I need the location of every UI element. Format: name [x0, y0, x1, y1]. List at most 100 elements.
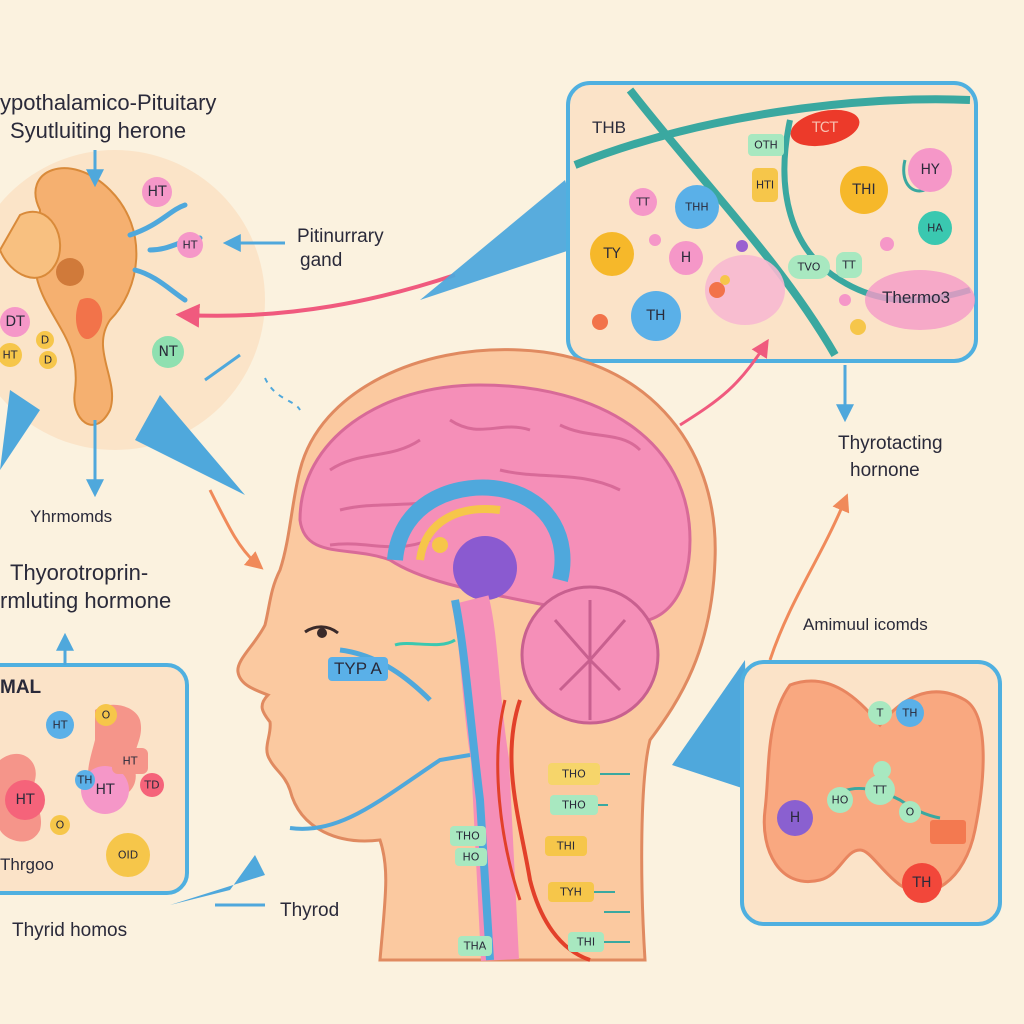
- svg-text:TH: TH: [902, 707, 918, 720]
- mol-tr-hti: HTI: [752, 168, 778, 202]
- svg-text:THI: THI: [576, 936, 595, 949]
- svg-text:TH: TH: [911, 875, 931, 891]
- mol-bl-5: O: [95, 704, 117, 726]
- label-thermos: Thermo3: [882, 288, 951, 307]
- label-thyrid-homos: Thyrid homos: [12, 920, 128, 941]
- svg-text:HT: HT: [123, 755, 138, 768]
- mol-tr-tct: TCT: [790, 109, 860, 147]
- mol-tr-thi: THI: [840, 166, 888, 214]
- hormone-panel-bottom-left: HT HT HT HT O TD O OID TH: [0, 663, 189, 895]
- label-thyrod: Thyrod: [280, 900, 340, 921]
- label-hypothalamic-line1: ypothalamico-Pituitary: [0, 90, 217, 115]
- spinal-cord: [451, 595, 519, 961]
- mol-bl-6: TD: [140, 773, 164, 797]
- mol-bl-7: O: [50, 815, 70, 835]
- panel-pointer-arrow: [420, 180, 585, 300]
- label-amimuul-icomds: Amimuul icomds: [803, 615, 928, 634]
- label-thyrotacting-line1: Thyrotacting: [838, 433, 943, 454]
- svg-text:THH: THH: [684, 201, 708, 214]
- label-typa: TYP A: [328, 657, 388, 681]
- svg-text:TH: TH: [645, 308, 665, 324]
- svg-text:D: D: [41, 334, 49, 347]
- svg-text:THI: THI: [851, 182, 875, 198]
- neck-mol-1: THO: [548, 763, 600, 785]
- svg-text:NT: NT: [158, 344, 177, 360]
- svg-text:H: H: [681, 250, 692, 266]
- label-thyrotropin-line2: rmluting hormone: [0, 588, 172, 613]
- mol-tr-ty: TY: [590, 232, 634, 276]
- mol-bl-2: HT: [46, 711, 74, 739]
- brain: [298, 383, 692, 624]
- mol-top-left-6: D: [39, 351, 57, 369]
- hormone-panel-top-right: TCT OTH HTI TT THH THI HY TY H TH TVO TT…: [566, 81, 978, 363]
- svg-text:HY: HY: [920, 162, 940, 178]
- mol-top-left-7: NT: [152, 336, 184, 368]
- label-mal: MAL: [0, 677, 42, 698]
- svg-text:HO: HO: [832, 794, 849, 807]
- svg-text:THO: THO: [561, 768, 586, 781]
- svg-text:TH: TH: [77, 774, 93, 787]
- mol-top-left-3: DT: [0, 307, 30, 337]
- mol-tr-tt: TT: [629, 188, 657, 216]
- mol-tr-th: TH: [631, 291, 681, 341]
- label-hypothalamic-line2: Syutluiting herone: [10, 118, 187, 143]
- svg-text:THI: THI: [556, 840, 575, 853]
- svg-text:H: H: [790, 810, 801, 826]
- label-thrgoo: Thrgoo: [0, 855, 54, 874]
- pituitary-region: HT HT DT HT D D NT: [0, 150, 285, 498]
- neck-mol-2: THO: [550, 795, 598, 815]
- svg-text:O: O: [102, 709, 111, 722]
- mol-top-left-5: D: [36, 331, 54, 349]
- svg-text:O: O: [56, 819, 65, 832]
- mol-br-h: H: [777, 800, 813, 836]
- label-pituitary-line1: Pitinurrary: [297, 226, 384, 247]
- hypothalamus-node: [453, 536, 517, 600]
- svg-text:HA: HA: [927, 222, 943, 235]
- mol-br-ho: HO: [827, 787, 853, 813]
- mol-tr-thh: THH: [675, 185, 719, 229]
- svg-text:THO: THO: [455, 830, 480, 843]
- svg-text:T: T: [876, 707, 884, 720]
- mol-bl-4: HT: [112, 748, 148, 774]
- svg-text:HT: HT: [3, 349, 18, 362]
- neck-mol-6: TYH: [548, 882, 594, 902]
- mol-top-left-4: HT: [0, 343, 22, 367]
- mol-tr-oth: OTH: [748, 134, 784, 156]
- svg-text:HT: HT: [53, 719, 68, 732]
- mol-br-tt: TT: [865, 775, 895, 805]
- svg-text:TT: TT: [635, 196, 650, 209]
- mol-tr-hy: HY: [908, 148, 952, 192]
- pituitary-core: [56, 258, 84, 286]
- svg-text:OID: OID: [118, 849, 138, 862]
- svg-text:TT: TT: [841, 259, 856, 272]
- mol-tr-tt2: TT: [836, 252, 862, 278]
- feedback-arrow: [175, 273, 456, 328]
- mol-br-o: O: [899, 801, 921, 823]
- mol-tr-ha: HA: [918, 211, 952, 245]
- svg-text:HTI: HTI: [756, 179, 774, 192]
- svg-text:TD: TD: [143, 779, 159, 792]
- svg-text:HT: HT: [147, 184, 167, 200]
- neck-mol-8: THI: [568, 932, 604, 952]
- svg-text:DT: DT: [5, 314, 25, 330]
- neck-mol-5: HO: [455, 848, 487, 866]
- mol-bl-8: OID: [106, 833, 150, 877]
- mol-top-left-2: HT: [177, 232, 203, 258]
- neck-mol-4: THI: [545, 836, 587, 856]
- label-thyrotropin-line1: Thyorotroprin-: [10, 560, 149, 585]
- svg-text:HT: HT: [95, 782, 115, 798]
- mol-top-left-1: HT: [142, 177, 172, 207]
- label-yhrmomds: Yhrmomds: [30, 507, 113, 526]
- svg-text:TVO: TVO: [797, 261, 821, 274]
- mol-br-th: TH: [896, 699, 924, 727]
- mol-tr-h: H: [669, 241, 703, 275]
- neck-mol-3: THO: [450, 826, 486, 846]
- svg-text:TYH: TYH: [559, 886, 582, 899]
- svg-text:O: O: [906, 806, 915, 819]
- thyroid-pointer-arrow: [672, 660, 748, 790]
- svg-text:TY: TY: [602, 246, 621, 262]
- mol-bl-9: TH: [75, 770, 95, 790]
- svg-text:TCT: TCT: [811, 120, 839, 136]
